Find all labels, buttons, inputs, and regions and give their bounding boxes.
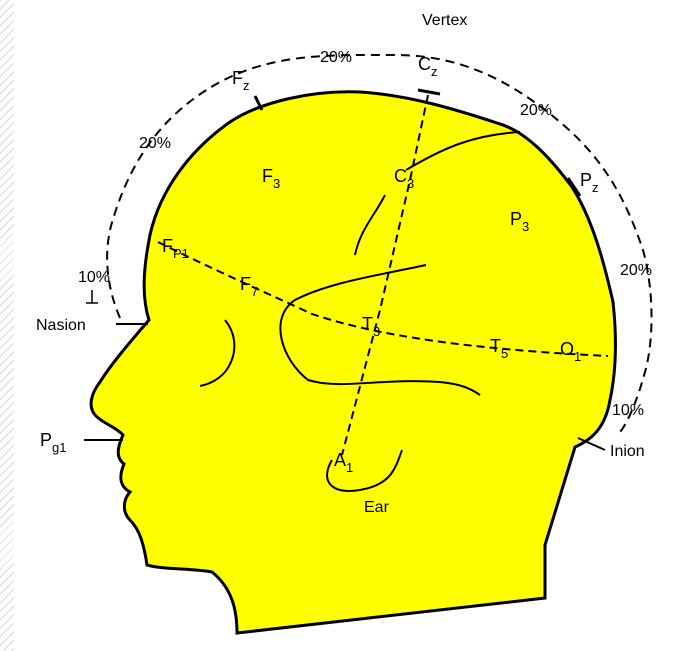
head-silhouette <box>91 92 615 633</box>
nasion-label: Nasion <box>36 317 86 334</box>
inion-label: Inion <box>610 443 645 460</box>
vertex-label: Vertex <box>422 12 467 29</box>
electrode-pz: Pz <box>580 170 599 195</box>
pct-top: 20% <box>320 49 352 66</box>
pct-front-upper: 20% <box>139 135 171 152</box>
cz-tick <box>418 90 440 94</box>
pct-back-lower: 10% <box>612 402 644 419</box>
pct-front-lower: 10% <box>78 269 110 286</box>
electrode-fz: Fz <box>232 68 250 93</box>
nasion-tick <box>86 290 98 303</box>
ear-label: Ear <box>364 499 390 516</box>
pct-back: 20% <box>620 262 652 279</box>
electrode-pg1: Pg1 <box>40 430 66 455</box>
pct-top-right: 20% <box>520 102 552 119</box>
